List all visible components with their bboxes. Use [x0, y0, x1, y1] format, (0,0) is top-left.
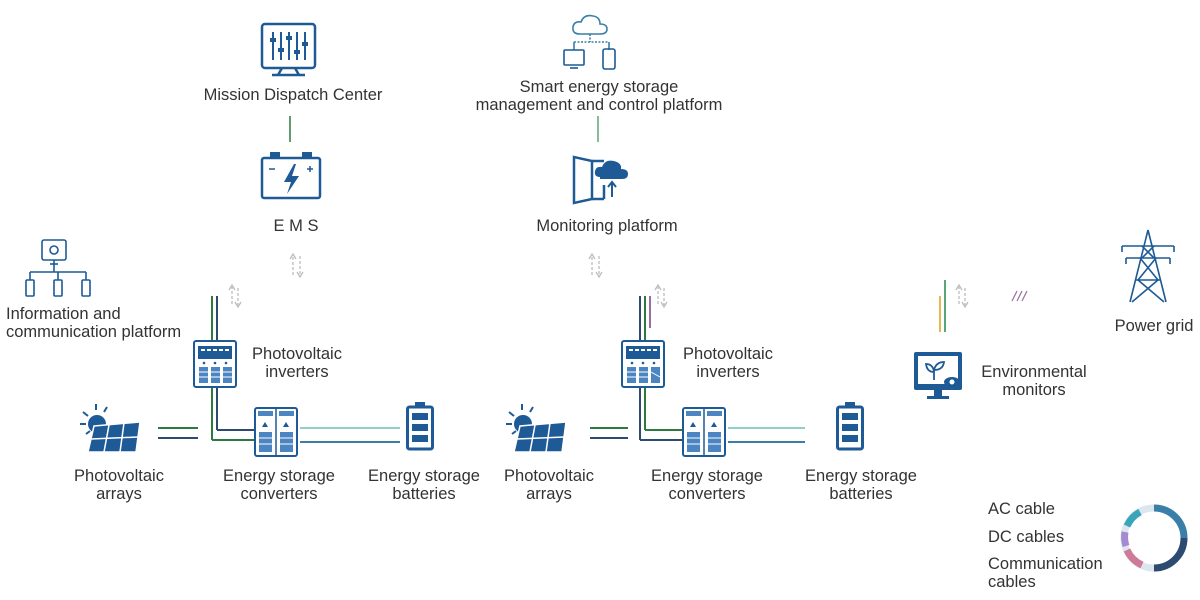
es-converters-label-left: Energy storage converters [223, 467, 335, 503]
solar-panel-icon [506, 404, 567, 453]
es-batteries-line1: Energy storage [368, 467, 480, 485]
es-batteries-label-left: Energy storage batteries [368, 467, 480, 503]
door-cloud-upload-icon [572, 155, 628, 205]
legend-lines [922, 507, 976, 564]
es-converters-line2: converters [668, 485, 746, 503]
smart-platform-line2: management and control platform [475, 96, 723, 114]
pv-arrays-line2: arrays [526, 485, 572, 503]
mission-dispatch-label: Mission Dispatch Center [203, 86, 383, 104]
legend-comm-line1: Communication [988, 555, 1103, 573]
pv-inverters-line2: inverters [265, 363, 329, 381]
ems-label: E M S [273, 217, 319, 235]
es-batteries-line2: batteries [829, 485, 893, 503]
cloud-network-icon [563, 14, 616, 70]
battery-stack-icon [406, 402, 434, 451]
legend-comm-line2: cables [988, 573, 1036, 591]
environment-monitor-icon [914, 352, 962, 399]
info-comm-line1: Information and [6, 305, 121, 323]
es-batteries-label-right: Energy storage batteries [805, 467, 917, 503]
pv-arrays-label-left: Photovoltaic arrays [74, 467, 164, 503]
legend-ac-label: AC cable [988, 500, 1055, 518]
converter-cabinet-icon [254, 407, 298, 457]
battery-stack-icon [836, 402, 864, 451]
main-ac-line [122, 290, 1112, 302]
org-network-icon [25, 239, 91, 297]
pv-arrays-line2: arrays [96, 485, 142, 503]
inverter-cabinet-icon [193, 340, 237, 388]
legend-ring-icon [1120, 504, 1188, 572]
env-monitor-cables [939, 280, 946, 332]
pv-arrays-line1: Photovoltaic [74, 467, 164, 485]
info-comm-platform-label: Information and communication platform [6, 305, 181, 341]
pv-inverters-label-left: Photovoltaic inverters [252, 345, 342, 381]
pv-inverters-line1: Photovoltaic [683, 345, 773, 363]
env-monitors-line2: monitors [1002, 381, 1066, 399]
es-converters-line1: Energy storage [223, 467, 335, 485]
env-monitors-label: Environmental monitors [981, 363, 1086, 399]
es-converters-line2: converters [240, 485, 318, 503]
transmission-tower-icon [1121, 229, 1175, 303]
pv-arrays-line1: Photovoltaic [504, 467, 594, 485]
inverter-cabinet-icon [621, 340, 665, 388]
battery-bolt-icon [260, 152, 322, 200]
info-comm-line2: communication platform [6, 323, 182, 341]
pv-inverters-line2: inverters [696, 363, 760, 381]
pv-inverters-label-right: Photovoltaic inverters [683, 345, 773, 381]
converter-cabinet-icon [682, 407, 726, 457]
es-converters-line1: Energy storage [651, 467, 763, 485]
top-comm-bus [238, 116, 698, 142]
data-flow-arrows [228, 252, 969, 309]
dashboard-monitor-icon [260, 22, 317, 77]
es-batteries-line1: Energy storage [805, 467, 917, 485]
power-grid-label: Power grid [1114, 317, 1194, 335]
smart-platform-label: Smart energy storage management and cont… [476, 78, 723, 114]
es-converters-label-right: Energy storage converters [651, 467, 763, 503]
pv-inverters-line1: Photovoltaic [252, 345, 342, 363]
monitoring-platform-label: Monitoring platform [536, 217, 678, 235]
pv-arrays-label-right: Photovoltaic arrays [504, 467, 594, 503]
env-monitors-line1: Environmental [981, 363, 1087, 381]
smart-platform-line1: Smart energy storage [519, 78, 679, 96]
legend-comm-label: Communication cables [988, 555, 1103, 591]
solar-panel-icon [80, 404, 141, 453]
legend-dc-label: DC cables [988, 528, 1065, 546]
es-batteries-line2: batteries [392, 485, 456, 503]
